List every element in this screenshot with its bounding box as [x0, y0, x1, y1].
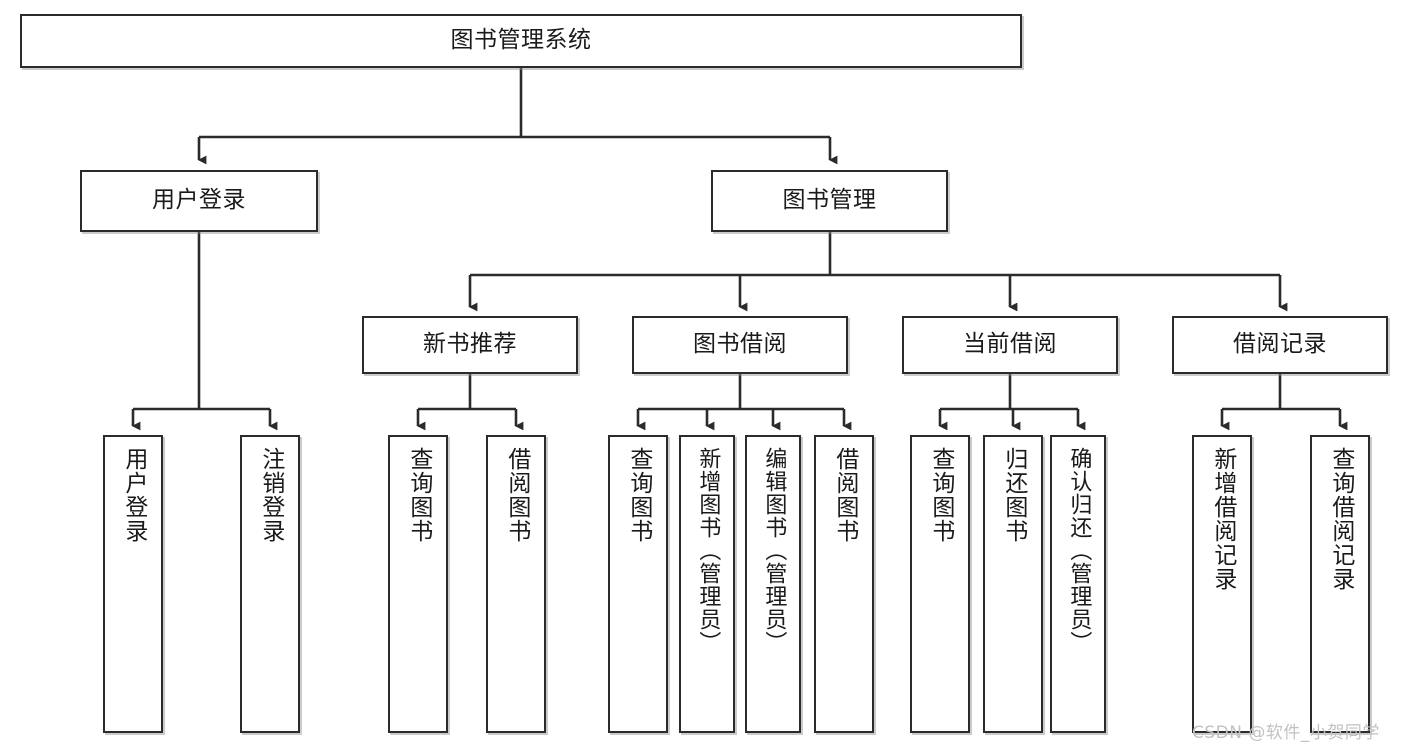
node-user-login-label: 用户登录	[152, 187, 246, 214]
leaf-logout[interactable]: 注销登录	[240, 435, 300, 733]
leaf-query-book-1-label: 查询图书	[405, 447, 432, 543]
node-borrow-record-label: 借阅记录	[1233, 331, 1327, 358]
node-new-book-rec[interactable]: 新书推荐	[362, 316, 578, 374]
leaf-query-book-3[interactable]: 查询图书	[910, 435, 970, 733]
leaf-logout-label: 注销登录	[257, 447, 284, 543]
node-root[interactable]: 图书管理系统	[20, 14, 1022, 68]
leaf-borrow-book-1[interactable]: 借阅图书	[486, 435, 546, 733]
node-borrow-record[interactable]: 借阅记录	[1172, 316, 1388, 374]
leaf-add-book-label: 新增图书（管理员）	[695, 447, 721, 654]
leaf-add-book[interactable]: 新增图书（管理员）	[679, 435, 735, 733]
leaf-user-login[interactable]: 用户登录	[103, 435, 163, 733]
node-new-book-rec-label: 新书推荐	[423, 331, 517, 358]
leaf-borrow-book-2-label: 借阅图书	[831, 447, 858, 543]
leaf-return-book-label: 归还图书	[1000, 447, 1027, 543]
leaf-query-book-1[interactable]: 查询图书	[388, 435, 448, 733]
leaf-query-record[interactable]: 查询借阅记录	[1310, 435, 1370, 733]
watermark: CSDN @软件_小贺同学	[1192, 723, 1380, 743]
leaf-edit-book-label: 编辑图书（管理员）	[761, 447, 787, 654]
leaf-borrow-book-1-label: 借阅图书	[503, 447, 530, 543]
leaf-confirm-return-label: 确认归还（管理员）	[1066, 447, 1092, 654]
leaf-query-book-2[interactable]: 查询图书	[608, 435, 668, 733]
leaf-query-record-label: 查询借阅记录	[1327, 447, 1354, 591]
leaf-edit-book[interactable]: 编辑图书（管理员）	[745, 435, 801, 733]
node-book-borrow-label: 图书借阅	[693, 331, 787, 358]
leaf-confirm-return[interactable]: 确认归还（管理员）	[1050, 435, 1106, 733]
node-book-borrow[interactable]: 图书借阅	[632, 316, 848, 374]
leaf-add-record[interactable]: 新增借阅记录	[1192, 435, 1252, 733]
node-book-manage[interactable]: 图书管理	[711, 170, 948, 232]
leaf-user-login-label: 用户登录	[120, 447, 147, 543]
leaf-borrow-book-2[interactable]: 借阅图书	[814, 435, 874, 733]
leaf-return-book[interactable]: 归还图书	[983, 435, 1043, 733]
leaf-add-record-label: 新增借阅记录	[1209, 447, 1236, 591]
node-current-borrow-label: 当前借阅	[963, 331, 1057, 358]
node-current-borrow[interactable]: 当前借阅	[902, 316, 1118, 374]
leaf-query-book-3-label: 查询图书	[927, 447, 954, 543]
node-book-manage-label: 图书管理	[782, 187, 877, 214]
node-root-label: 图书管理系统	[450, 27, 592, 54]
leaf-query-book-2-label: 查询图书	[625, 447, 652, 543]
node-user-login[interactable]: 用户登录	[80, 170, 318, 232]
